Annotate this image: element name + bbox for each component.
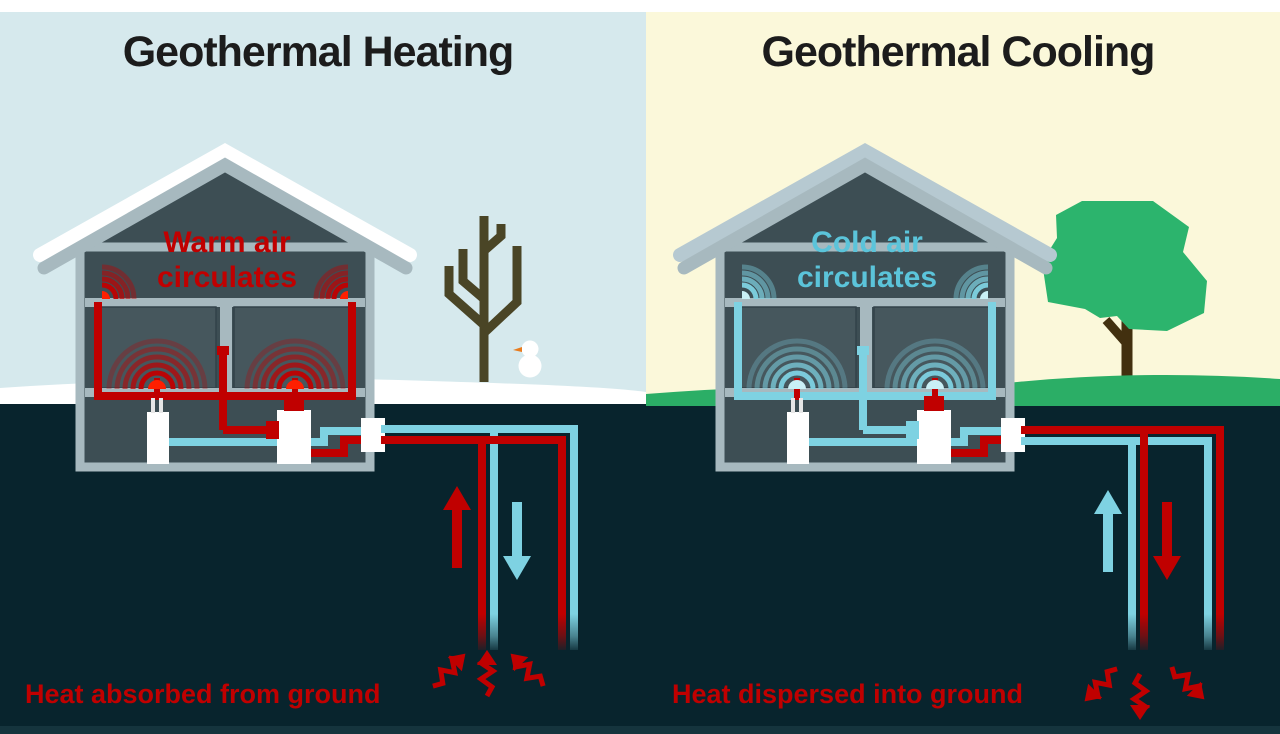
- top-strip: [0, 0, 1280, 12]
- cooling-ground-label: Heat dispersed into ground: [672, 679, 1023, 709]
- cooling-ground-loop: [1021, 426, 1234, 654]
- snowman-icon: [513, 340, 542, 378]
- hot-up-arrow-icon: [443, 486, 471, 568]
- cold-return-pipe: [1021, 437, 1212, 650]
- cooling-title: Geothermal Cooling: [762, 28, 1155, 76]
- cold-supply-pipe: [381, 425, 578, 650]
- cold-down-arrow-icon: [503, 502, 531, 580]
- heating-ground-label: Heat absorbed from ground: [25, 679, 381, 709]
- cold-air-label-line2: circulates: [797, 261, 937, 294]
- bottom-strip: [0, 726, 1280, 734]
- warm-air-label-line2: circulates: [157, 261, 297, 294]
- hot-return-pipe: [381, 436, 566, 650]
- heating-title: Geothermal Heating: [123, 28, 514, 76]
- cold-air-label-line1: Cold air: [811, 226, 923, 259]
- cold-up-arrow-icon: [1094, 490, 1122, 572]
- pipe-fade: [1116, 614, 1234, 654]
- hot-supply-pipe: [1021, 426, 1224, 650]
- pipe-fade: [466, 614, 586, 654]
- warm-air-label-line1: Warm air: [163, 226, 291, 259]
- hot-down-arrow-icon: [1153, 502, 1181, 580]
- leafy-tree-icon: [1042, 201, 1207, 392]
- heating-panel: Geothermal Heating Warm air circulates: [0, 28, 646, 709]
- bare-tree-icon: [444, 216, 522, 382]
- heating-ground-loop: [381, 425, 586, 654]
- cooling-panel: Geothermal Cooling Cold air circulates: [646, 28, 1280, 720]
